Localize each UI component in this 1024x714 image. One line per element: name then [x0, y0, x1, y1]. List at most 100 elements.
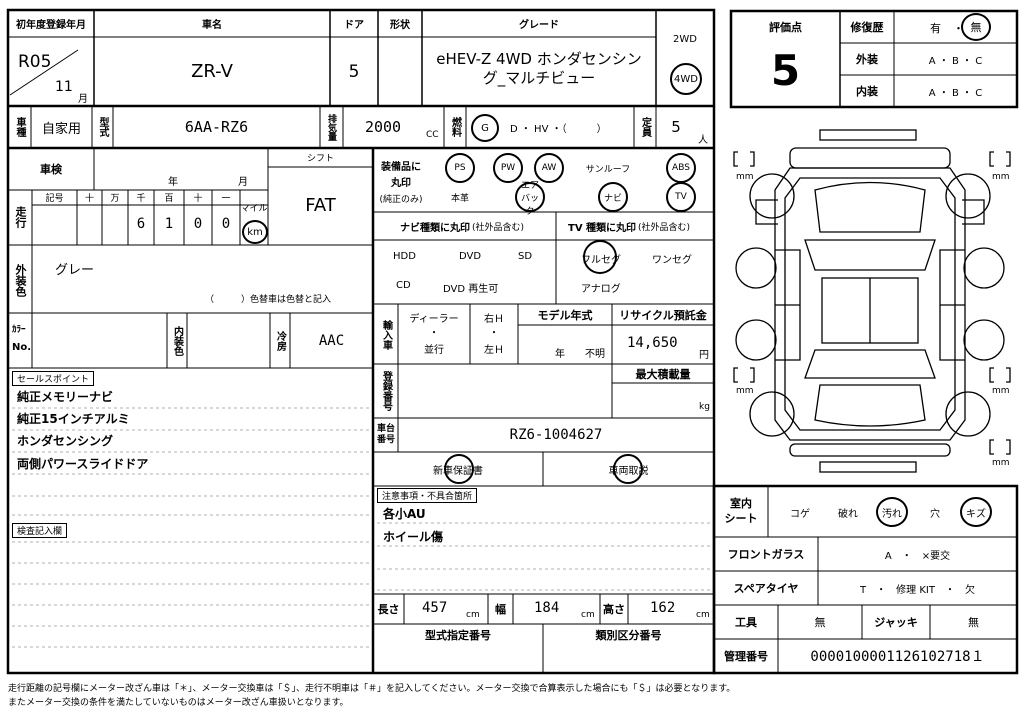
drive-2wd: 2WD	[673, 33, 697, 45]
exterior-label: 外装	[856, 53, 878, 66]
ac-label: 冷房	[274, 331, 286, 351]
inspection-label: 車検	[40, 163, 62, 176]
first-reg-month: 11	[55, 79, 73, 95]
class-number-label: 類別区分番号	[595, 629, 662, 642]
remark-2: ホイール傷	[383, 530, 444, 544]
import-lh: 左Ｈ	[484, 344, 504, 356]
car-name-label: 車名	[202, 20, 222, 31]
equipment-item: TV	[666, 182, 696, 212]
model-year-unknown: 不明	[585, 349, 605, 360]
mileage-digit: 1	[164, 216, 174, 232]
equipment-item: サンルーフ	[585, 164, 631, 175]
fuel-options: D ・ HV ・（ ）	[510, 123, 607, 135]
warranty-circle	[444, 454, 474, 484]
model-label: 型式	[97, 117, 108, 137]
grade-line2: グ_マルチビュー	[482, 68, 596, 87]
first-reg-year: R05	[18, 52, 52, 72]
equipment-sub: (純正のみ)	[379, 194, 423, 205]
remark-1: 各小AU	[383, 507, 426, 521]
equipment-label-1: 装備品に	[381, 161, 421, 173]
capacity-label: 定員	[639, 117, 651, 137]
repair-dot: ・	[953, 22, 964, 35]
sales-point-item: 純正メモリーナビ	[17, 390, 114, 404]
equipment-item: AW	[534, 153, 564, 183]
inspection-year: 年	[168, 177, 178, 188]
color-change-note: （ ）色替車は色替と記入	[205, 295, 332, 305]
mm-label-3: mm	[736, 386, 754, 396]
chassis-value: RZ6-1004627	[509, 427, 603, 443]
drive-4wd-circled: 4WD	[670, 63, 702, 95]
ac-value: AAC	[318, 332, 345, 349]
fuel-g-circled: G	[471, 114, 499, 142]
model-year-label: モデル年式	[537, 308, 593, 322]
chassis-label-1: 車台	[376, 424, 395, 435]
jack-label: ジャッキ	[874, 616, 918, 629]
import-dot: ・	[429, 327, 439, 339]
jack-value: 無	[968, 616, 979, 629]
displacement-value: 2000	[364, 118, 402, 136]
tools-value: 無	[814, 616, 826, 629]
score-label: 評価点	[769, 21, 802, 34]
spare-tire-value: T ・ 修理 KIT ・ 欠	[860, 584, 975, 596]
mm-label-4: mm	[992, 386, 1010, 396]
tools-label: 工具	[735, 616, 757, 629]
manual-circle	[613, 454, 643, 484]
mileage-unit-label: 十	[193, 194, 203, 204]
navi-hdd: HDD	[393, 251, 416, 262]
recycle-value: 14,650	[627, 335, 678, 351]
month-unit: 月	[78, 94, 88, 105]
interior-seat-label-1: 室内	[730, 497, 752, 511]
inspection-month: 月	[238, 177, 248, 188]
exterior-abc: A ・ B ・ C	[928, 55, 983, 67]
interior-seat-label-2: シート	[724, 511, 758, 525]
mileage-unit-label: 百	[164, 194, 174, 204]
max-load-label: 最大積載量	[635, 367, 691, 381]
equipment-item: エアバック	[515, 181, 545, 217]
tv-label-text: TV 種類に丸印	[568, 222, 637, 234]
mm-label-1: mm	[736, 172, 754, 182]
mileage-unit-label: 万	[110, 194, 120, 204]
exterior-color-label: 外装色	[14, 263, 27, 297]
mileage-digit: 6	[136, 216, 146, 232]
mgmt-label: 管理番号	[724, 650, 768, 663]
check-notes-label: 検査記入欄	[12, 523, 68, 538]
sales-point-item: ホンダセンシング	[17, 434, 114, 448]
navi-cd: CD	[396, 280, 411, 291]
model-year-year: 年	[555, 349, 565, 360]
import-parallel: 並行	[424, 344, 444, 356]
remarks-label: 注意事項・不具合箇所	[377, 488, 478, 503]
color-no-label-top: ｶﾗｰ	[12, 325, 26, 335]
repair-no-circled: 無	[961, 13, 991, 41]
mgmt-value: 0000100001126102718１	[810, 649, 985, 665]
repair-label: 修復歴	[850, 21, 884, 34]
doors-value: 5	[348, 61, 360, 82]
model-value: 6AA-RZ6	[184, 118, 249, 136]
navi-dvd: DVD	[459, 251, 482, 262]
repair-yes: 有	[930, 22, 941, 35]
navi-label-text: ナビ種類に丸印	[400, 222, 470, 234]
windshield-label: フロントガラス	[727, 548, 805, 561]
score-value: 5	[770, 45, 801, 95]
seat-stain-circled: 汚れ	[876, 497, 908, 527]
mileage-unit-label: 一	[221, 194, 231, 204]
mm-label-5: mm	[992, 458, 1010, 468]
equipment-item: 本革	[450, 193, 469, 204]
equipment-label-2: 丸印	[391, 177, 411, 189]
registration-label: 登録番号	[380, 371, 392, 411]
sales-point-item: 純正15インチアルミ	[17, 412, 130, 426]
import-dealer: ディーラー	[409, 313, 459, 325]
interior-abc: A ・ B ・ C	[928, 87, 983, 99]
doors-label: ドア	[344, 20, 364, 31]
type-designation-label: 型式指定番号	[425, 629, 491, 642]
interior-seat-label: 室内シート	[714, 486, 768, 537]
interior-label: 内装	[856, 85, 878, 98]
navi-dvd-play: DVD 再生可	[443, 284, 499, 295]
capacity-value: 5	[671, 118, 681, 136]
length-unit: cm	[466, 610, 480, 620]
sales-points-label: セールスポイント	[12, 371, 95, 386]
mileage-unit-label: 十	[84, 194, 94, 204]
navi-label: ナビ種類に丸印(社外品含む)	[400, 212, 524, 240]
sales-point-item: 両側パワースライドドア	[17, 457, 149, 471]
km-circled: km	[242, 220, 268, 244]
